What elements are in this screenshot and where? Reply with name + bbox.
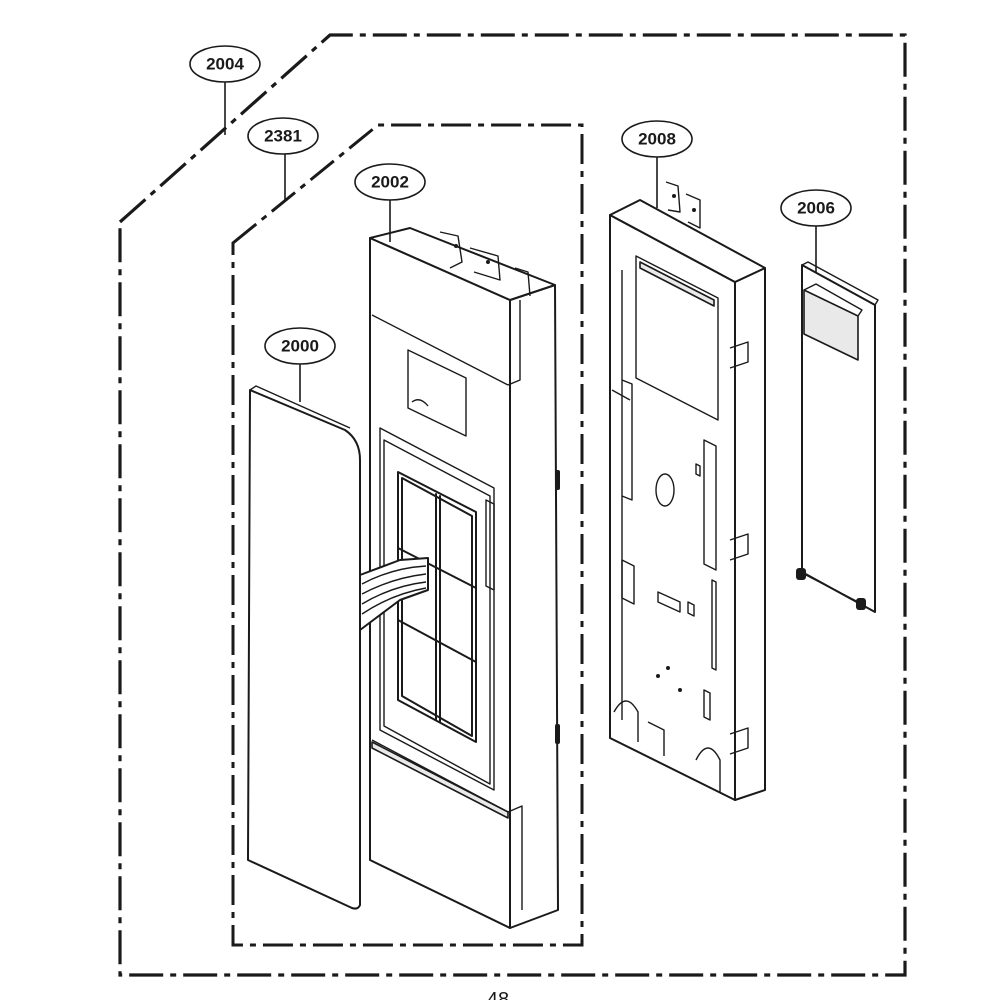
part-2006-pcb (796, 261, 879, 613)
keypad-membrane-grid (397, 471, 477, 743)
assembly-boundary-2381 (231, 123, 584, 947)
callout-2006: 2006 (780, 189, 852, 227)
callout-2000: 2000 (264, 327, 336, 365)
callout-2004: 2004 (189, 45, 261, 83)
svg-text:2381: 2381 (264, 127, 302, 146)
assembly-boundary-2004 (118, 33, 907, 977)
callout-2008: 2008 (621, 120, 693, 158)
part-2008-frame (609, 181, 766, 801)
svg-text:2002: 2002 (371, 173, 409, 192)
svg-text:2006: 2006 (797, 199, 835, 218)
ribbon-cable (359, 557, 429, 631)
callout-2381: 2381 (247, 117, 319, 155)
svg-text:2004: 2004 (206, 55, 244, 74)
svg-text:2008: 2008 (638, 130, 676, 149)
svg-text:2000: 2000 (281, 337, 319, 356)
part-2000-sheet (247, 385, 361, 910)
page-number: 48 (487, 989, 509, 1000)
callout-2002: 2002 (354, 163, 426, 201)
